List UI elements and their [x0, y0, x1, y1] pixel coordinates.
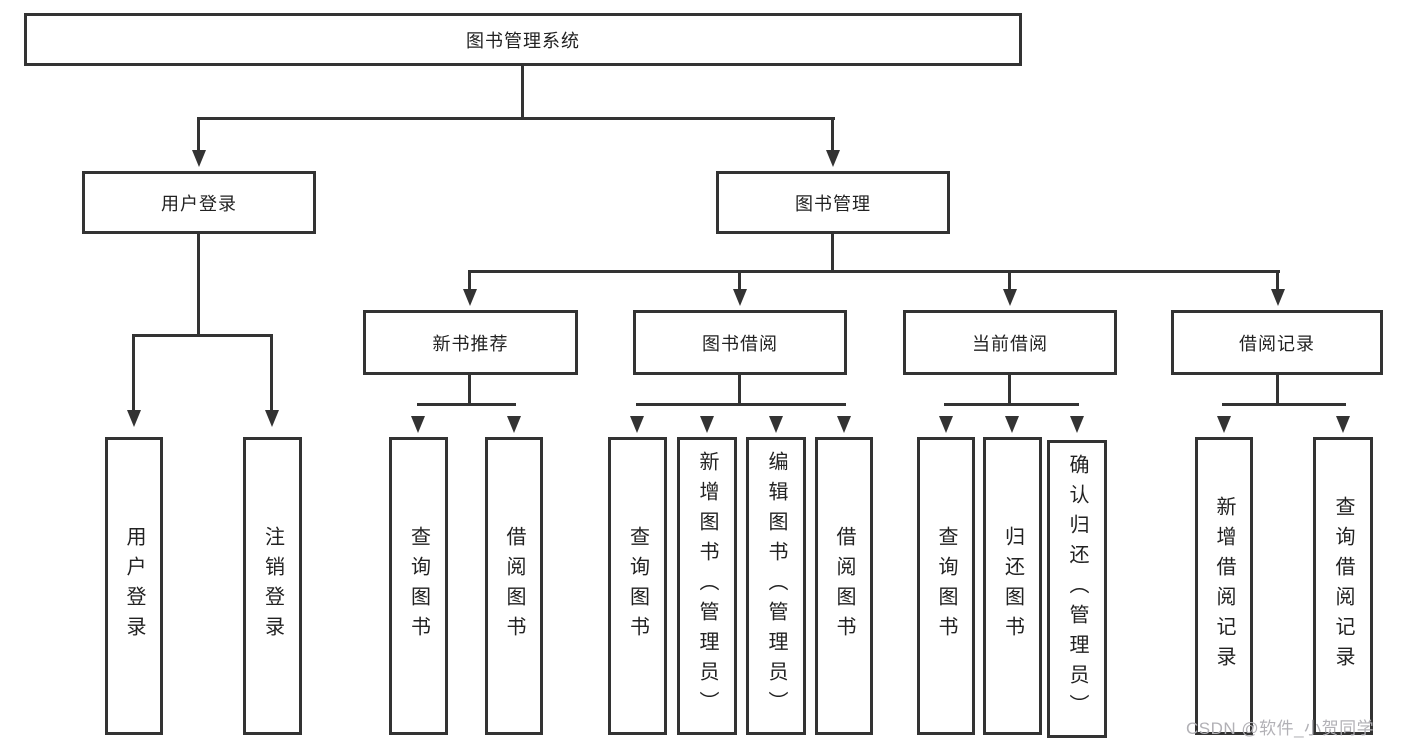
connector-level2-stem-1 [468, 270, 471, 290]
node-user-login-label: 用户登录 [161, 193, 237, 214]
connector-current-borrow-stub [1008, 373, 1011, 406]
leaf-user-login-label: 用户登录 [123, 526, 145, 646]
arrow-down-icon [1005, 416, 1019, 433]
leaf-borrow-books-borrow: 借阅图书 [815, 437, 873, 735]
node-book-borrow: 图书借阅 [633, 310, 847, 375]
connector-book-borrow-stub [738, 373, 741, 406]
arrow-down-icon [837, 416, 851, 433]
node-root: 图书管理系统 [24, 13, 1022, 66]
leaf-return-books-label: 归还图书 [1001, 526, 1024, 646]
leaf-query-books-recommend: 查询图书 [389, 437, 448, 735]
connector-level1-hbar [198, 117, 835, 120]
node-new-book-recommend-label: 新书推荐 [432, 333, 509, 354]
arrow-down-icon [265, 410, 279, 427]
leaf-edit-book-admin: 编辑图书（管理员） [746, 437, 806, 735]
arrow-down-icon [463, 289, 477, 306]
arrow-down-icon [192, 150, 206, 167]
leaf-query-borrow-record-label: 查询借阅记录 [1332, 496, 1354, 676]
leaf-borrow-books-recommend: 借阅图书 [485, 437, 543, 735]
leaf-edit-book-admin-label: 编辑图书（管理员） [765, 451, 787, 721]
arrow-down-icon [127, 410, 141, 427]
connector-level2-hbar [468, 270, 1280, 273]
node-current-borrow-label: 当前借阅 [972, 333, 1048, 354]
connector-level2-stem-3 [1008, 270, 1011, 290]
node-current-borrow: 当前借阅 [903, 310, 1117, 375]
connector-level2-stem-4 [1276, 270, 1279, 290]
arrow-down-icon [769, 416, 783, 433]
leaf-logout: 注销登录 [243, 437, 302, 735]
node-user-login: 用户登录 [82, 171, 316, 234]
leaf-confirm-return-admin: 确认归还（管理员） [1047, 440, 1107, 738]
arrow-down-icon [1217, 416, 1231, 433]
leaf-confirm-return-admin-label: 确认归还（管理员） [1066, 454, 1088, 724]
arrow-down-icon [1336, 416, 1350, 433]
node-new-book-recommend: 新书推荐 [363, 310, 578, 375]
connector-level1-left-stem [197, 117, 200, 152]
leaf-add-book-admin-label: 新增图书（管理员） [696, 451, 718, 721]
arrow-down-icon [411, 416, 425, 433]
leaf-query-books-current-label: 查询图书 [935, 526, 957, 646]
leaf-borrow-books-borrow-label: 借阅图书 [833, 526, 855, 646]
leaf-query-books-borrow-label: 查询图书 [626, 526, 649, 646]
node-book-management-label: 图书管理 [795, 193, 871, 214]
arrow-down-icon [700, 416, 714, 433]
leaf-query-books-current: 查询图书 [917, 437, 975, 735]
leaf-user-login: 用户登录 [105, 437, 163, 735]
connector-borrow-records-stub [1276, 373, 1279, 406]
leaf-add-borrow-record-label: 新增借阅记录 [1213, 496, 1235, 676]
leaf-return-books: 归还图书 [983, 437, 1042, 735]
arrow-down-icon [630, 416, 644, 433]
connector-new-book-hbar [417, 403, 516, 406]
connector-new-book-stub [468, 373, 471, 406]
arrow-down-icon [1003, 289, 1017, 306]
leaf-query-books-recommend-label: 查询图书 [407, 526, 430, 646]
connector-user-login-child1-stem [132, 334, 135, 412]
leaf-query-borrow-record: 查询借阅记录 [1313, 437, 1373, 735]
connector-book-borrow-hbar [636, 403, 846, 406]
csdn-watermark: CSDN @软件_小贺同学 [1186, 719, 1375, 738]
connector-user-login-stub [197, 232, 200, 336]
arrow-down-icon [1271, 289, 1285, 306]
connector-level2-stem-2 [738, 270, 741, 290]
leaf-logout-label: 注销登录 [261, 526, 284, 646]
leaf-borrow-books-recommend-label: 借阅图书 [503, 526, 525, 646]
arrow-down-icon [939, 416, 953, 433]
connector-borrow-records-hbar [1222, 403, 1346, 406]
node-book-management: 图书管理 [716, 171, 950, 234]
arrow-down-icon [826, 150, 840, 167]
node-borrow-records: 借阅记录 [1171, 310, 1383, 375]
node-book-borrow-label: 图书借阅 [702, 333, 778, 354]
connector-root-stem [521, 64, 524, 119]
arrow-down-icon [1070, 416, 1084, 433]
arrow-down-icon [507, 416, 521, 433]
connector-user-login-child2-stem [270, 334, 273, 412]
connector-book-mgmt-stub [831, 232, 834, 272]
connector-level1-right-stem [831, 117, 834, 152]
connector-user-login-hbar [132, 334, 273, 337]
node-borrow-records-label: 借阅记录 [1239, 333, 1315, 354]
leaf-add-borrow-record: 新增借阅记录 [1195, 437, 1253, 735]
arrow-down-icon [733, 289, 747, 306]
leaf-query-books-borrow: 查询图书 [608, 437, 667, 735]
connector-current-borrow-hbar [944, 403, 1079, 406]
node-root-label: 图书管理系统 [466, 30, 580, 51]
leaf-add-book-admin: 新增图书（管理员） [677, 437, 737, 735]
